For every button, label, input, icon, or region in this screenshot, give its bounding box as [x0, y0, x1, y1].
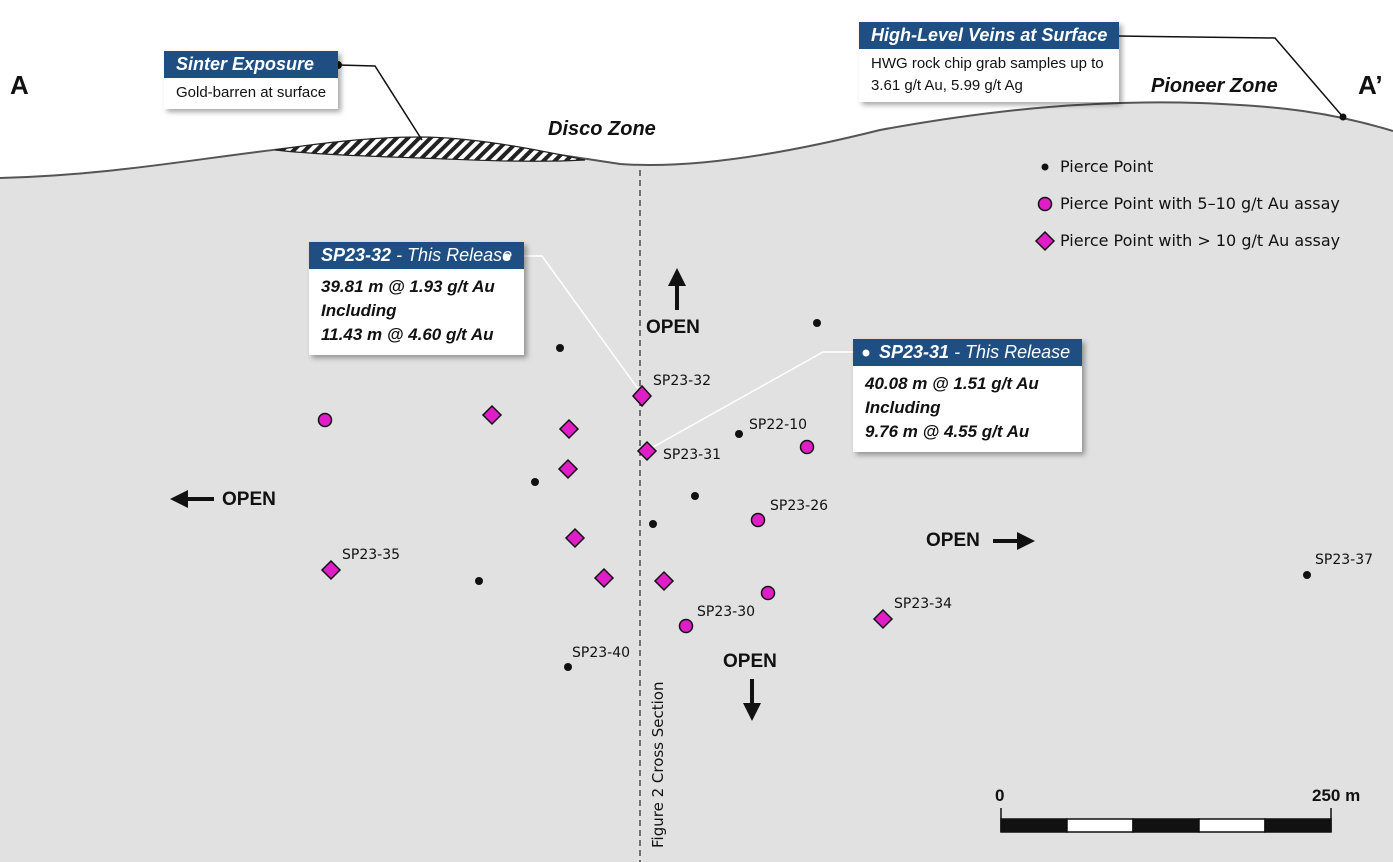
pierce-point-sp23-26 [750, 512, 766, 528]
sp23-32-callout-release: - This Release [391, 245, 513, 265]
pierce-point-sp22-10 [735, 430, 743, 438]
legend-diamond-symbol [1034, 230, 1056, 252]
sp23-31-callout-title: SP23-31 - This Release [853, 339, 1083, 366]
high-level-veins-title: High-Level Veins at Surface [859, 22, 1120, 49]
pierce-point [531, 478, 539, 486]
sp23-32-callout-body: 39.81 m @ 1.93 g/t Au Including 11.43 m … [309, 269, 525, 355]
sinter-leader-line [337, 64, 423, 141]
section-start-label: A [10, 70, 29, 100]
scale-bar-start-label: 0 [995, 786, 1005, 805]
open-arrow-up [668, 268, 686, 310]
sp23-31-interval-1: 40.08 m @ 1.51 g/t Au [865, 374, 1039, 393]
hole-label-sp23-26: SP23-26 [770, 498, 829, 514]
pierce-point [813, 319, 821, 327]
legend-label-5-10: Pierce Point with 5–10 g/t Au assay [1060, 194, 1340, 213]
legend-label-pierce-point: Pierce Point [1060, 157, 1154, 176]
sinter-exposure-lens [274, 136, 586, 162]
scale-bar-end-label: 250 m [1312, 786, 1361, 805]
sp23-32-interval-2: 11.43 m @ 4.60 g/t Au [321, 325, 494, 344]
open-arrow-down [743, 679, 761, 721]
section-body [0, 102, 1393, 862]
sp23-31-callout-release: - This Release [949, 342, 1071, 362]
hole-label-sp23-31: SP23-31 [663, 447, 722, 463]
hole-label-sp23-34: SP23-34 [894, 596, 953, 612]
sinter-exposure-note: Gold-barren at surface [164, 78, 339, 109]
section-end-label: A’ [1358, 70, 1383, 100]
pierce-point [691, 492, 699, 500]
high-level-veins-note-line-1: HWG rock chip grab samples up to [871, 55, 1104, 72]
pierce-point-sp23-34 [872, 608, 894, 630]
pierce-point [649, 520, 657, 528]
high-level-veins-callout: High-Level Veins at Surface HWG rock chi… [859, 22, 1120, 102]
hole-label-sp23-30: SP23-30 [697, 604, 756, 620]
hole-label-sp23-35: SP23-35 [342, 547, 401, 563]
legend-dot-symbol [1041, 163, 1049, 171]
sp23-32-callout: SP23-32 - This Release 39.81 m @ 1.93 g/… [309, 242, 525, 355]
open-arrow-left [170, 490, 214, 508]
pierce-point-sp23-32 [631, 384, 653, 408]
pioneer-zone-label: Pioneer Zone [1151, 75, 1278, 97]
veins-leader-dot [1339, 113, 1347, 121]
sp23-32-callout-dot [503, 253, 511, 261]
pierce-point-over-10 [653, 570, 675, 592]
pierce-point-sp23-30 [678, 618, 694, 634]
sp23-31-leader-line [645, 351, 866, 452]
open-label-right: OPEN [926, 530, 980, 551]
pierce-point-sp23-31 [636, 440, 658, 462]
legend-circle-symbol [1037, 196, 1053, 212]
sp23-32-callout-title: SP23-32 - This Release [309, 242, 525, 269]
hole-label-sp22-10: SP22-10 [749, 417, 808, 433]
sp23-31-including: Including [865, 398, 941, 417]
cross-section-label: Figure 2 Cross Section [649, 681, 667, 849]
pierce-point-over-10 [558, 418, 580, 440]
sp23-32-including: Including [321, 301, 397, 320]
pierce-point [475, 577, 483, 585]
sp23-31-callout-body: 40.08 m @ 1.51 g/t Au Including 9.76 m @… [853, 366, 1083, 452]
pierce-point-sp23-35 [320, 559, 342, 581]
open-label-left: OPEN [222, 489, 276, 510]
pierce-point-5-10 [760, 585, 776, 601]
pierce-point-over-10 [564, 527, 586, 549]
scale-bar [1000, 808, 1332, 833]
open-label-down: OPEN [723, 651, 777, 672]
pierce-point-sp23-37 [1303, 571, 1311, 579]
pierce-points-over-10 [320, 384, 894, 630]
legend-label-over-10: Pierce Point with > 10 g/t Au assay [1060, 231, 1341, 250]
sp23-31-callout: SP23-31 - This Release 40.08 m @ 1.51 g/… [853, 339, 1083, 452]
veins-leader-line [1117, 35, 1344, 118]
hole-label-sp23-40: SP23-40 [572, 645, 631, 661]
sp23-32-callout-hole-id: SP23-32 [321, 245, 392, 265]
sp23-31-callout-dot [862, 349, 870, 357]
sp23-32-interval-1: 39.81 m @ 1.93 g/t Au [321, 277, 495, 296]
high-level-veins-note: HWG rock chip grab samples up to 3.61 g/… [859, 49, 1120, 102]
pierce-point-5-10 [317, 412, 333, 428]
pierce-point-sp23-40 [564, 663, 572, 671]
sp23-31-interval-2: 9.76 m @ 4.55 g/t Au [865, 422, 1030, 441]
hole-label-sp23-37: SP23-37 [1315, 552, 1374, 568]
open-arrow-right [993, 532, 1035, 550]
pierce-point-5-10 [799, 439, 815, 455]
hole-label-sp23-32: SP23-32 [653, 373, 712, 389]
sinter-exposure-title: Sinter Exposure [164, 51, 339, 78]
pierce-point [556, 344, 564, 352]
pierce-point-over-10 [481, 404, 503, 426]
sinter-exposure-callout: Sinter Exposure Gold-barren at surface [164, 51, 339, 109]
high-level-veins-note-line-2: 3.61 g/t Au, 5.99 g/t Ag [871, 77, 1023, 94]
pierce-point-over-10 [593, 567, 615, 589]
pierce-point-over-10 [557, 458, 579, 480]
disco-zone-label: Disco Zone [548, 118, 656, 140]
open-label-up: OPEN [646, 317, 700, 338]
sp23-31-callout-hole-id: SP23-31 [879, 342, 950, 362]
